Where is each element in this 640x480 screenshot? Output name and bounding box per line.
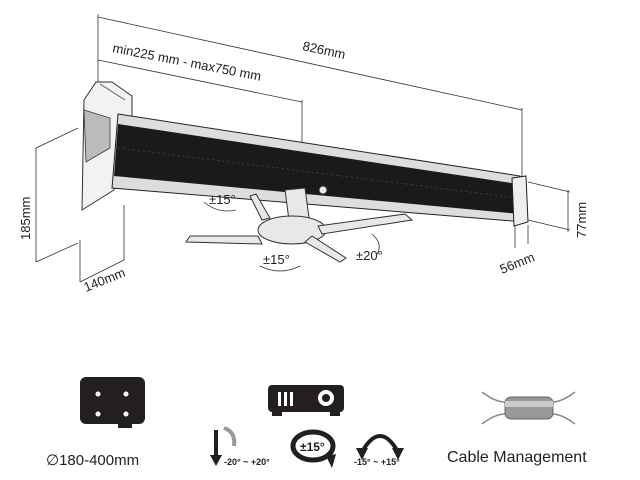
rotation-arrow-icon (290, 429, 336, 468)
swivel-range-label: -15° ~ +15° (354, 457, 400, 467)
mount-plate-icon (80, 377, 145, 428)
tilt-arrow-icon (210, 426, 237, 466)
swivel-arrow-icon (356, 434, 404, 460)
rotation-label: ±15° (300, 440, 325, 454)
extension-range-label: min225 mm - max750 mm (111, 40, 262, 84)
tube-width-label: 56mm (498, 249, 537, 276)
total-length-label: 826mm (301, 38, 347, 62)
extension-tube (111, 113, 529, 227)
tilt-arrow-icon (371, 233, 380, 257)
angle-label-lower: ±15° (263, 252, 290, 267)
cable-management-label: Cable Management (447, 449, 587, 466)
tube-height-label: 77mm (574, 202, 589, 238)
projector-icon (268, 385, 344, 416)
tilt-range-label: -20° ~ +20° (224, 457, 270, 467)
plate-range-label: ∅180-400mm (46, 452, 140, 469)
rotate-arrow-icon (259, 265, 301, 272)
wall-plate-height-label: 185mm (18, 197, 33, 240)
angle-label-upper: ±15° (209, 192, 236, 207)
projector-spider-mount (185, 185, 414, 263)
cable-management-icon (481, 391, 576, 425)
wall-plate-depth-label: 140mm (82, 265, 128, 295)
mount-angle-labels: ±15° ±15° ±20° (203, 192, 383, 272)
rotate-arrow-icon (203, 201, 237, 212)
dimension-lines (35, 14, 571, 283)
angle-label-right: ±20° (356, 248, 383, 263)
